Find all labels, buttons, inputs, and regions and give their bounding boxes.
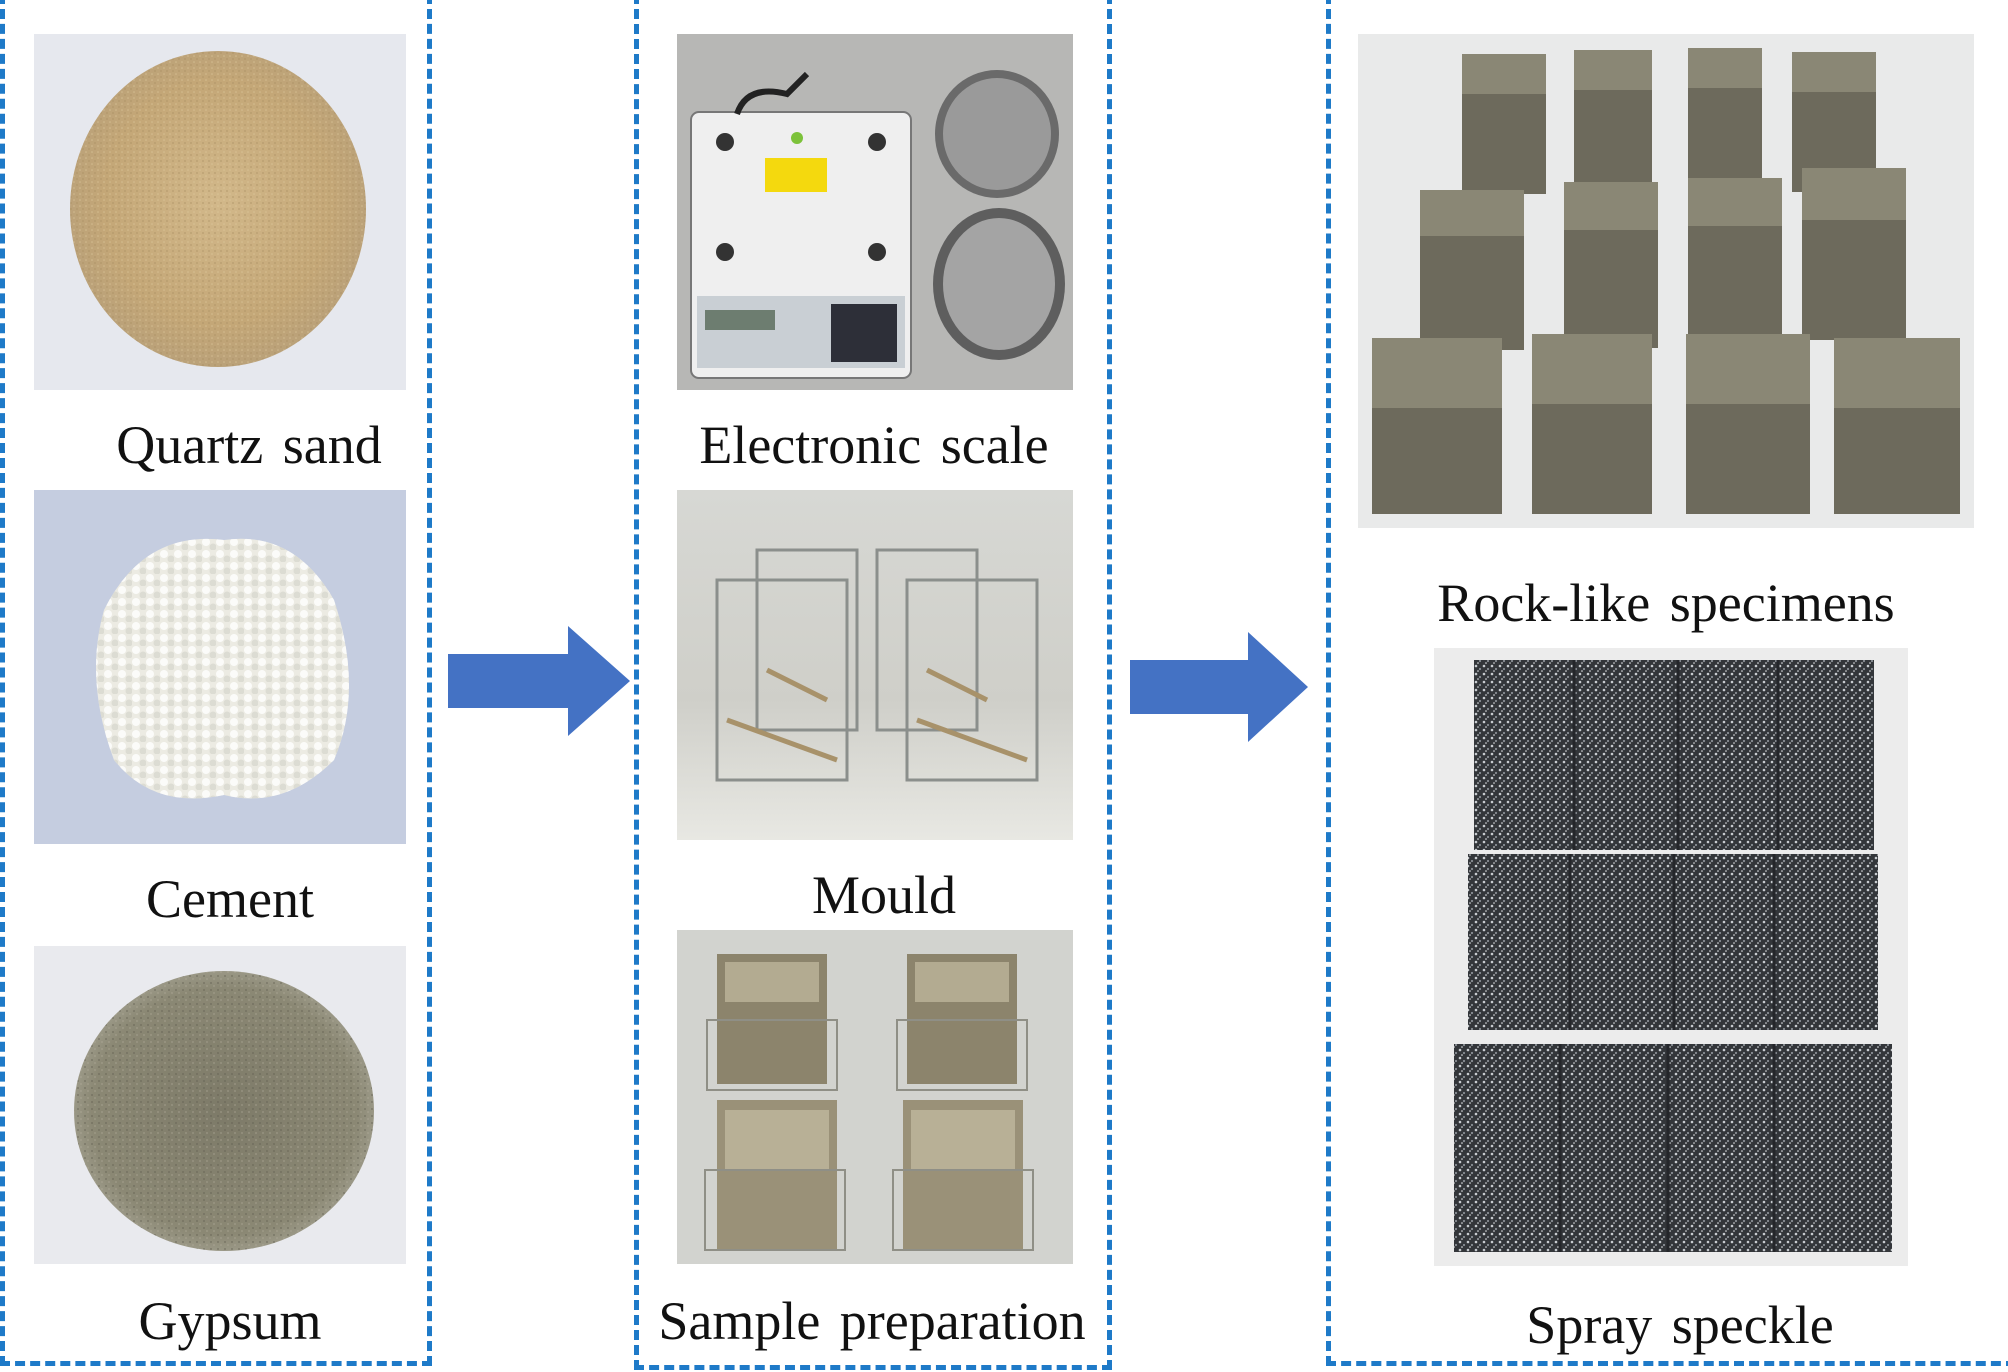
- process-panel: [634, 0, 1112, 1370]
- caption-cement: Cement: [146, 869, 314, 929]
- caption-gypsum: Gypsum: [138, 1291, 322, 1351]
- caption-rock-specimens: Rock-like specimens: [1437, 573, 1895, 633]
- materials-panel: [0, 0, 432, 1366]
- caption-quartz-sand: Quartz sand: [116, 415, 382, 475]
- results-panel: [1326, 0, 2008, 1366]
- sample-preparation-photo: [677, 930, 1073, 1264]
- electronic-scale-photo: [677, 34, 1073, 390]
- gypsum-photo: [34, 946, 406, 1264]
- cement-photo: [34, 490, 406, 844]
- arrow-right-icon: [1130, 632, 1308, 742]
- caption-electronic-scale: Electronic scale: [699, 415, 1049, 475]
- arrow-right-icon: [448, 626, 630, 736]
- rock-specimens-photo: [1358, 34, 1974, 528]
- caption-mould: Mould: [811, 865, 957, 925]
- spray-speckle-photo: [1434, 648, 1908, 1266]
- caption-spray-speckle: Spray speckle: [1526, 1295, 1834, 1355]
- caption-sample-preparation: Sample preparation: [658, 1291, 1086, 1351]
- mould-photo: [677, 490, 1073, 840]
- quartz-sand-photo: [34, 34, 406, 390]
